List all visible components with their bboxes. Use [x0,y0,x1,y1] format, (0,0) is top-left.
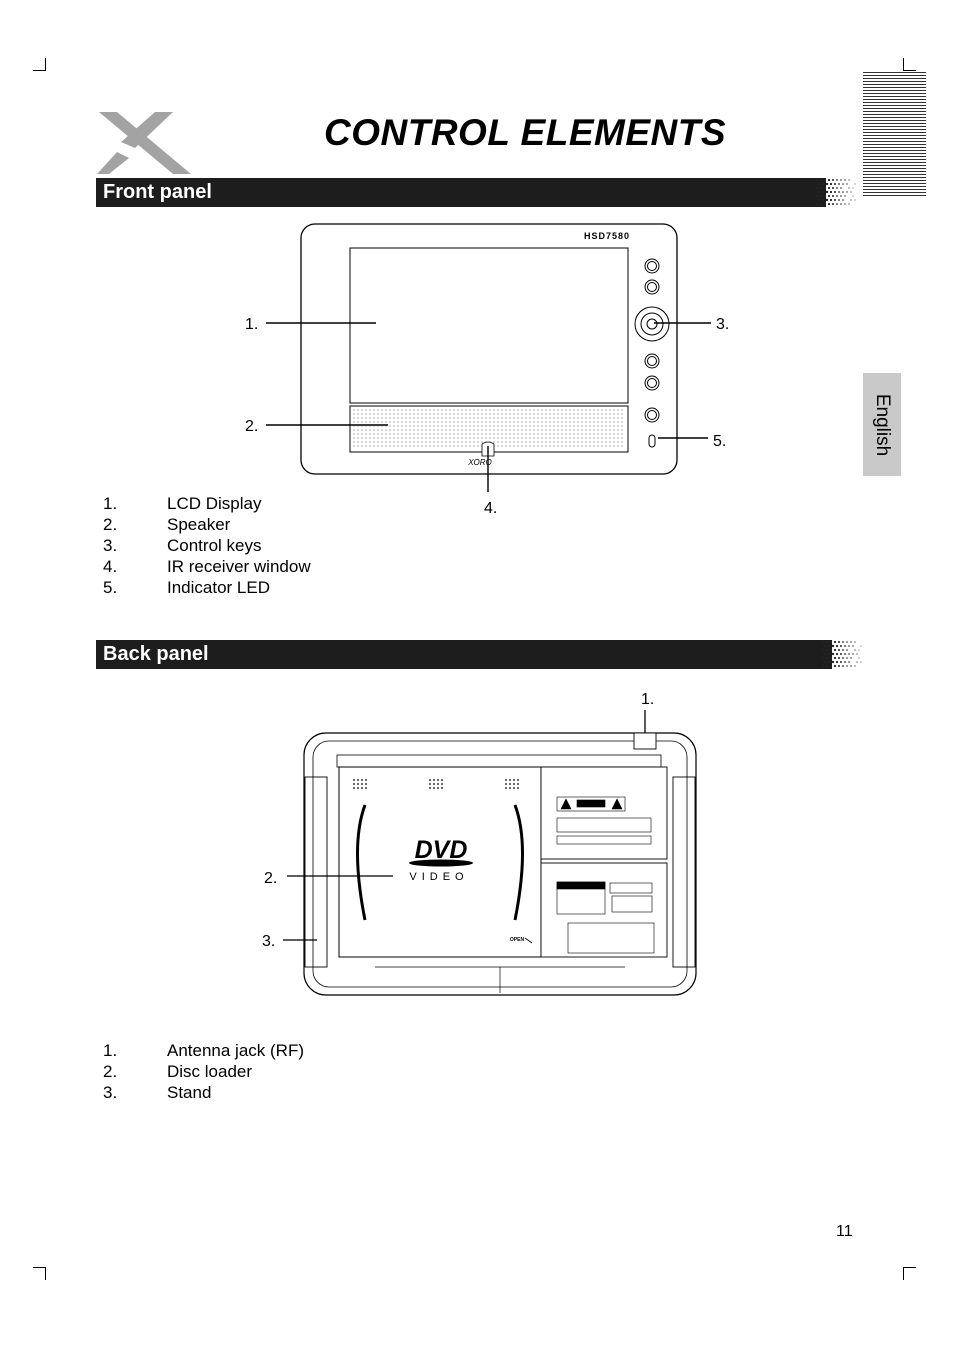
leader-lines [283,710,646,941]
model-label: HSD7580 [584,231,630,241]
antenna-jack [633,732,657,750]
front-panel-heading: Front panel [103,181,212,203]
page-title: CONTROL ELEMENTS [324,112,726,153]
language-tab: English [863,373,901,476]
decorative-stripes [863,72,926,198]
back-callout-3: 3. [262,933,276,950]
dvd-logo: DVD [415,836,468,864]
warning-labels [556,796,655,954]
lcd-display [349,247,629,404]
open-label: OPEN [510,937,525,943]
back-callout-1: 1. [641,691,655,708]
front-callout-1: 1. [245,316,259,333]
front-callout-5: 5. [713,433,727,450]
front-callout-3: 3. [716,316,730,333]
crop-mark-bottom-right [903,1267,916,1280]
crop-mark-top-left [33,58,46,71]
back-panel-diagram: DVD VIDEO OPEN [283,710,697,996]
stand [304,776,328,968]
back-panel-header: Back panel [96,640,832,669]
front-panel-header: Front panel [96,178,826,207]
front-panel-diagram: HSD7580 XORO [266,223,711,492]
front-callout-4: 4. [484,500,498,517]
header-dot-pattern [816,178,856,206]
crop-mark-top-right [903,58,916,71]
back-callout-2: 2. [264,870,278,887]
front-brand-logo: XORO [467,458,492,467]
header-dot-pattern [822,640,862,668]
crop-mark-bottom-left [33,1267,46,1280]
front-callout-2: 2. [245,418,259,435]
back-panel-heading: Back panel [103,643,209,665]
leader-lines [266,322,711,492]
language-tab-label: English [872,393,893,456]
page-number: 11 [836,1223,853,1240]
video-label: VIDEO [409,871,468,883]
brand-x-logo [97,112,191,174]
indicator-led [648,434,656,448]
control-buttons [634,258,670,423]
